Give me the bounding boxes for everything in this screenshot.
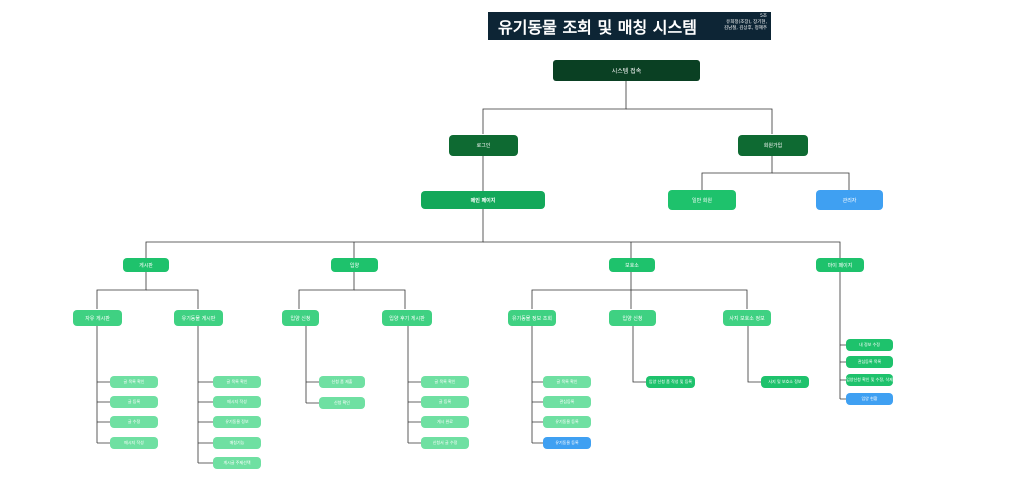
- node-free-board: 자유 게시판: [73, 310, 122, 326]
- leaf-animal-matching: 매칭기능: [213, 437, 261, 449]
- title-banner: 유기동물 조회 및 매칭 시스템 5조 유희정(조장), 장기현, 김남철, 김…: [488, 12, 771, 40]
- leaf-adopt-form: 신청 폼 제출: [319, 376, 365, 388]
- node-adopt: 입양: [331, 258, 378, 272]
- node-general-signup: 일반 회원: [668, 190, 736, 210]
- team-credits: 5조 유희정(조장), 장기현, 김남철, 김상후, 정혜주: [724, 14, 767, 32]
- node-adopt-review-board: 입양 후기 게시판: [382, 310, 432, 326]
- leaf-lost-info: 사지 및 보호소 정보: [761, 376, 809, 388]
- leaf-mypage-adopt-status: 입양 현황: [846, 393, 893, 405]
- leaf-mypage-adopt-edit: 입양신청 확인 및 수정, 삭제: [846, 374, 893, 386]
- leaf-free-message: 메시지 작성: [110, 437, 158, 449]
- node-admin: 관리자: [816, 190, 883, 210]
- leaf-animal-topic: 게시글 주제선택: [213, 457, 261, 469]
- node-adopt-apply: 입양 신청: [282, 310, 319, 326]
- node-animal-board: 유기동물 게시판: [174, 310, 223, 326]
- leaf-info-register: 유기동물 등록: [543, 416, 591, 428]
- leaf-review-list: 글 목록 확인: [421, 376, 469, 388]
- leaf-review-edit: 신청서 글 수정: [421, 437, 469, 449]
- node-shelter: 보호소: [609, 258, 655, 272]
- leaf-info-interest: 관심등록: [543, 396, 591, 408]
- leaf-review-complete: 게시 완료: [421, 416, 469, 428]
- leaf-animal-info: 유기동물 정보: [213, 416, 261, 428]
- leaf-info-register-blue: 유기동물 등록: [543, 437, 591, 449]
- node-main-page: 메인 페이지: [421, 191, 545, 209]
- leaf-free-list: 글 목록 확인: [110, 376, 158, 388]
- leaf-mypage-edit: 내 정보 수정: [846, 339, 893, 351]
- node-login: 로그인: [449, 135, 518, 156]
- leaf-animal-message: 메시지 작성: [213, 396, 261, 408]
- leaf-shelter-adopt-form: 입양 신청 폼 작성 및 등록: [646, 376, 695, 388]
- node-lost-pet-report: 사지 보호소 정보: [723, 310, 771, 326]
- leaf-info-list: 글 목록 확인: [543, 376, 591, 388]
- node-animal-info: 유기동물 정보 조회: [508, 310, 556, 326]
- leaf-adopt-confirm: 신청 확인: [319, 397, 365, 409]
- leaf-mypage-interest: 관심등록 목록: [846, 356, 893, 368]
- leaf-animal-list: 글 목록 확인: [213, 376, 261, 388]
- node-mypage: 마이 페이지: [816, 258, 864, 272]
- node-signup: 회원가입: [738, 135, 808, 156]
- node-adopt-apply-shelter: 입양 신청: [609, 310, 656, 326]
- team-line: 김남철, 김상후, 정혜주: [724, 26, 767, 31]
- leaf-free-register: 글 등록: [110, 396, 158, 408]
- leaf-review-register: 글 등록: [421, 396, 469, 408]
- node-system-access: 시스템 접속: [553, 60, 700, 81]
- node-board: 게시판: [123, 258, 169, 272]
- team-line: 5조: [759, 14, 767, 19]
- leaf-free-edit: 글 수정: [110, 416, 158, 428]
- team-line: 유희정(조장), 장기현,: [726, 20, 767, 25]
- diagram-title: 유기동물 조회 및 매칭 시스템: [498, 18, 697, 37]
